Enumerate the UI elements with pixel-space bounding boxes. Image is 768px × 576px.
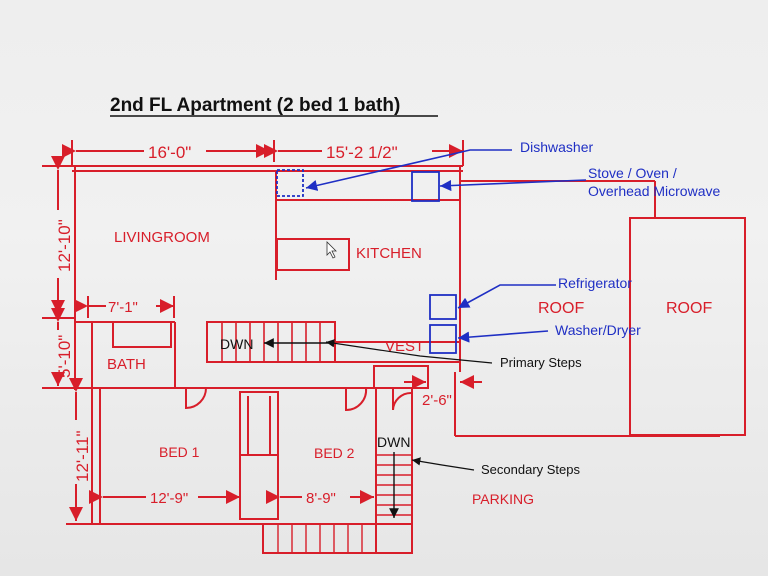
room-parking: PARKING bbox=[472, 491, 534, 507]
dim-left-lower: 12'-11" bbox=[73, 431, 92, 483]
secondary-stair-label: DWN bbox=[377, 434, 410, 450]
step-annotations: Primary Steps Secondary Steps bbox=[481, 355, 582, 477]
primary-stair-label: DWN bbox=[220, 336, 253, 352]
appliances bbox=[276, 169, 457, 354]
room-bath: BATH bbox=[107, 356, 146, 373]
dimension-ticks bbox=[42, 140, 464, 525]
dimension-lines bbox=[51, 144, 482, 521]
washer-dryer-box bbox=[429, 324, 457, 354]
dim-bed2-width: 8'-9" bbox=[306, 490, 336, 507]
refrigerator-box bbox=[429, 294, 457, 320]
step-leaders bbox=[325, 339, 493, 471]
room-labels: LIVINGROOM KITCHEN BATH VEST BED 1 BED 2… bbox=[107, 229, 712, 507]
dishwasher-box bbox=[276, 169, 304, 197]
room-kitchen: KITCHEN bbox=[356, 245, 422, 262]
dim-left-upper: 12'-10" bbox=[55, 219, 74, 272]
mouse-cursor-icon bbox=[326, 241, 337, 259]
label-dishwasher: Dishwasher bbox=[520, 139, 593, 155]
dim-top-left: 16'-0" bbox=[148, 143, 191, 162]
label-refrigerator: Refrigerator bbox=[558, 275, 632, 291]
stove-box bbox=[411, 171, 440, 202]
label-stove-line1: Stove / Oven / bbox=[588, 165, 677, 181]
room-vest: VEST bbox=[385, 338, 424, 355]
dim-bed1-width: 12'-9" bbox=[150, 490, 188, 507]
bottom-stair-treads bbox=[277, 524, 363, 553]
room-bed2: BED 2 bbox=[314, 445, 355, 461]
room-livingroom: LIVINGROOM bbox=[114, 229, 210, 246]
label-secondary-steps: Secondary Steps bbox=[481, 462, 581, 477]
room-roof-2: ROOF bbox=[666, 300, 712, 317]
dim-bath-width: 7'-1" bbox=[108, 299, 138, 316]
appliance-annotations: Dishwasher Stove / Oven / Overhead Micro… bbox=[520, 139, 720, 338]
label-stove-line2: Overhead Microwave bbox=[588, 183, 720, 199]
appliance-leaders bbox=[305, 149, 587, 343]
label-primary-steps: Primary Steps bbox=[500, 355, 582, 370]
room-bed1: BED 1 bbox=[159, 444, 200, 460]
dim-door-width: 2'-6" bbox=[422, 392, 452, 409]
dimension-labels: 16'-0" 15'-2 1/2" 7'-1" 12'-9" 8'-9" 2'-… bbox=[55, 143, 452, 507]
label-washer-dryer: Washer/Dryer bbox=[555, 322, 641, 338]
dim-left-middle: 5'-10" bbox=[55, 335, 74, 378]
room-roof-1: ROOF bbox=[538, 300, 584, 317]
plan-walls bbox=[72, 165, 746, 554]
plan-title: 2nd FL Apartment (2 bed 1 bath) bbox=[110, 95, 400, 116]
dim-top-right: 15'-2 1/2" bbox=[326, 143, 398, 162]
